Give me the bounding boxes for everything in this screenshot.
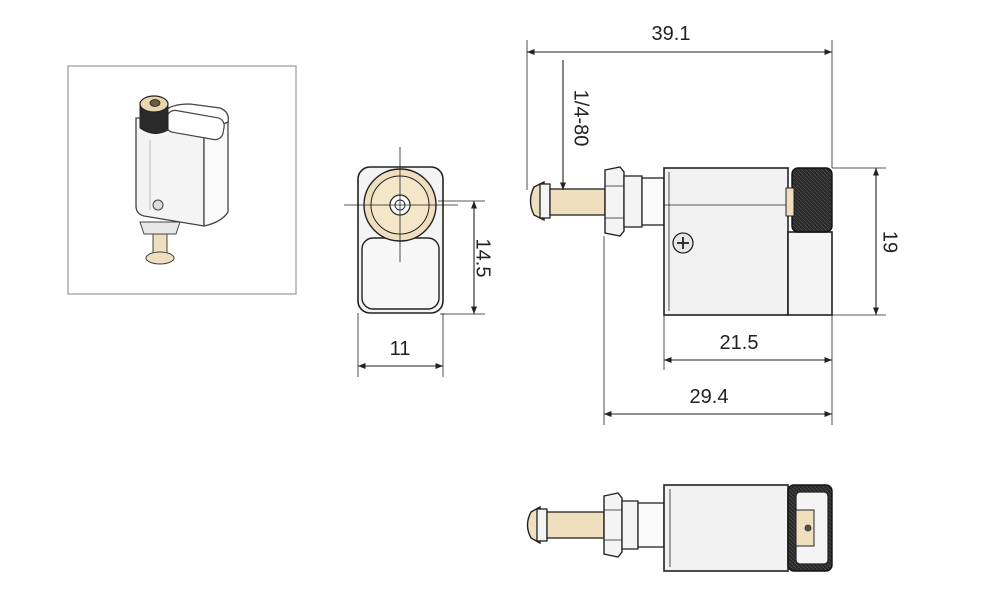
- front-view-lower-block: [361, 237, 440, 310]
- side-view: 39.1 1/4-80 19 21.5 29.4: [526, 23, 901, 425]
- front-width-dimension: 11: [390, 338, 411, 360]
- total-length-dimension: 29.4: [690, 386, 729, 408]
- iso-pin: [139, 221, 181, 265]
- side-hex-nut: [604, 166, 625, 237]
- side-threaded-rod: [549, 188, 606, 216]
- side-rear-block: [787, 231, 833, 316]
- iso-view: [67, 65, 297, 295]
- bottom-set-screw-icon: [804, 524, 812, 532]
- overall-length-dimension: 39.1: [652, 23, 691, 45]
- thread-spec-label: 1/4-80: [570, 90, 592, 147]
- bottom-threaded-rod: [546, 511, 605, 539]
- height-dimension: 19: [879, 231, 901, 253]
- side-knurled-knob-icon: [791, 167, 833, 233]
- bottom-view: [526, 484, 833, 572]
- iso-body: [135, 103, 229, 227]
- body-length-dimension: 21.5: [720, 332, 759, 354]
- bottom-main-body: [663, 484, 789, 572]
- front-view: 14.5 11: [344, 147, 494, 377]
- side-collar: [623, 175, 643, 228]
- iso-view-frame: [67, 65, 297, 295]
- iso-knob: [139, 95, 169, 134]
- iso-screw-icon: [152, 199, 164, 211]
- front-height-dimension: 14.5: [472, 239, 494, 278]
- phillips-screw-icon: [672, 232, 694, 254]
- bottom-hex-nut: [603, 492, 623, 558]
